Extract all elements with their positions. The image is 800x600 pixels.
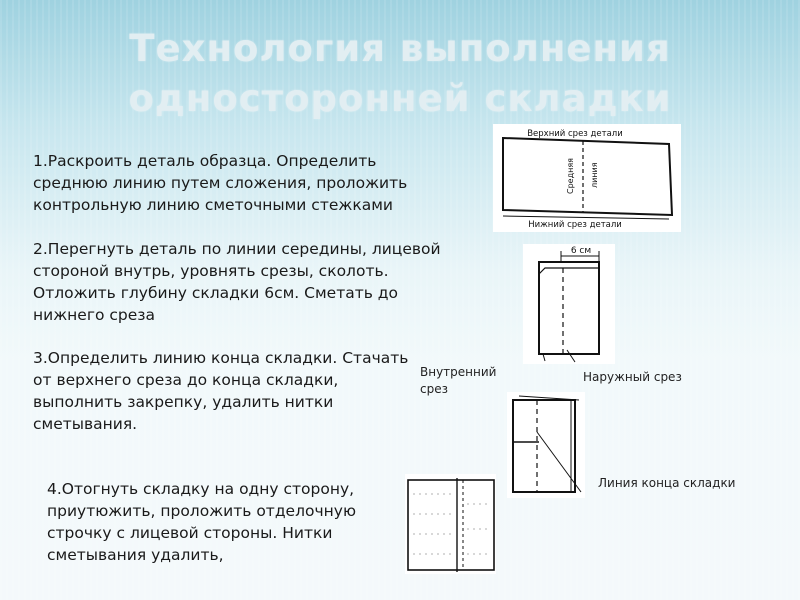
figure-pressed-fold	[405, 474, 496, 574]
fig1-outline	[502, 136, 674, 217]
pressed-fold-drawing	[407, 478, 495, 572]
fold-end-drawing	[512, 395, 582, 493]
cut-piece-drawing: Верхний срез детали Средняя линия Нижний…	[502, 129, 674, 230]
step-2-text: 2.Перегнуть деталь по линии середины, ли…	[33, 240, 441, 324]
fig1-middle-label-1: Средняя	[566, 158, 575, 194]
step-3-text: 3.Определить линию конца складки. Стачат…	[33, 349, 409, 433]
fig2-depth-label: 6 см	[571, 246, 591, 256]
fig3-pointer	[536, 431, 582, 493]
fig4-outline	[407, 479, 495, 571]
fig1-bottom-label: Нижний срез детали	[528, 220, 622, 230]
step-1-text: 1.Раскроить деталь образца. Определить с…	[33, 152, 408, 214]
figure-cut-piece: Верхний срез детали Средняя линия Нижний…	[493, 124, 681, 232]
fig1-middle-label-2: линия	[590, 162, 599, 188]
fig1-bottom-line	[502, 215, 670, 220]
fig2-outline	[538, 261, 600, 355]
fig1-top-label: Верхний срез детали	[527, 129, 623, 139]
caption-inner-cut: Внутренний срез	[420, 365, 497, 396]
caption-fold-end-line: Линия конца складки	[598, 476, 736, 490]
figure-fold-end	[507, 392, 585, 498]
fig3-outline	[512, 399, 576, 493]
slide-title: Технология выполнения односторонней скла…	[128, 27, 672, 120]
caption-outer-cut: Наружный срез	[583, 370, 682, 384]
step-4-text: 4.Отогнуть складку на одну сторону, приу…	[47, 480, 356, 564]
folded-piece-drawing: 6 см	[538, 246, 600, 363]
figure-folded-piece: 6 см	[523, 244, 615, 364]
